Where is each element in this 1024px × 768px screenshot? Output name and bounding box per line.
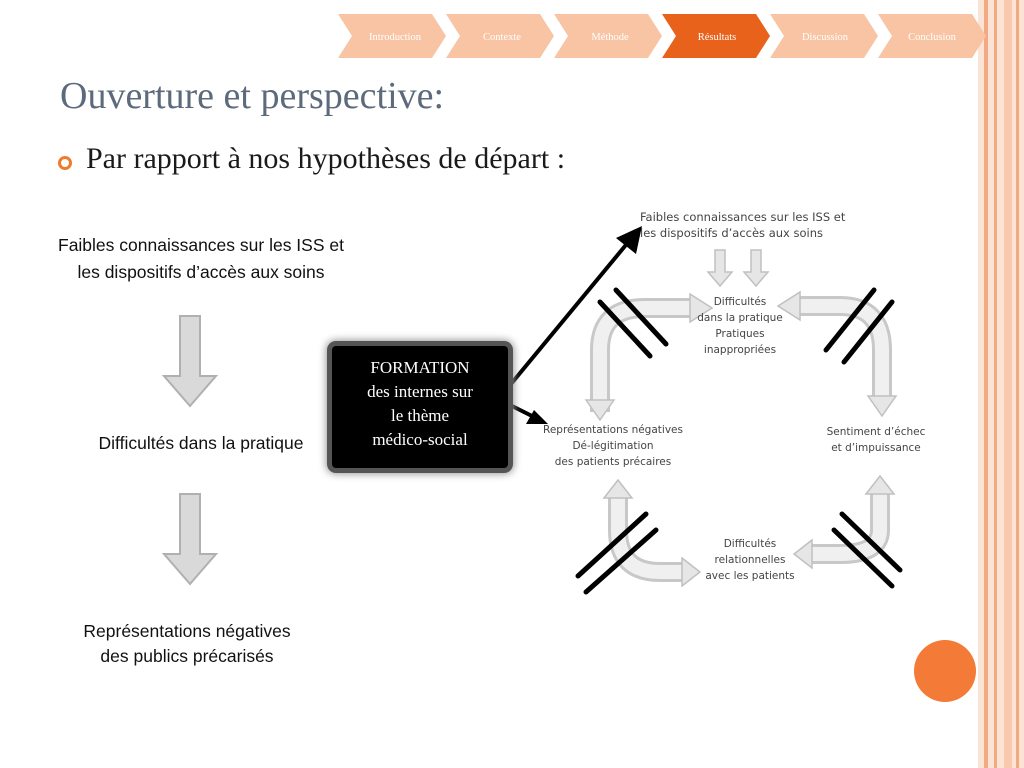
arrowhead-icon	[616, 226, 642, 254]
arrow-to-top	[504, 238, 632, 392]
nav-item-discussion[interactable]: Discussion	[770, 14, 878, 58]
section-navigation: Introduction Contexte Méthode Résultats …	[338, 14, 986, 58]
nav-item-methode[interactable]: Méthode	[554, 14, 662, 58]
left-step-3-line-2: des publics précarisés	[100, 646, 274, 666]
cycle-node-left: Représentations négatives Dé-légitimatio…	[540, 422, 686, 470]
cycle-left-line-3: des patients précaires	[554, 456, 672, 468]
nav-item-contexte[interactable]: Contexte	[446, 14, 554, 58]
strike-line	[831, 527, 895, 589]
nav-label: Méthode	[591, 32, 629, 43]
small-down-arrow-icon	[742, 249, 770, 288]
cycle-left-line-1: Représentations négatives	[543, 424, 683, 436]
cycle-node-top: Faibles connaissances sur les ISS et les…	[640, 209, 850, 241]
left-step-1: Faibles connaissances sur les ISS et les…	[26, 232, 376, 286]
nav-item-conclusion[interactable]: Conclusion	[878, 14, 986, 58]
formation-line-4: médico-social	[372, 430, 468, 449]
nav-label: Résultats	[698, 32, 737, 43]
left-step-1-line-1: Faibles connaissances sur les ISS et	[58, 235, 344, 255]
formation-line-3: le thème	[390, 406, 450, 425]
cycle-top-line-1: Faibles connaissances sur les ISS et	[640, 210, 846, 224]
cycle-node-right: Sentiment d’échec et d’impuissance	[822, 424, 930, 456]
formation-line-1: FORMATION	[370, 358, 470, 377]
formation-box: FORMATION des internes sur le thème médi…	[332, 346, 508, 468]
cycle-node-center: Difficultés dans la pratique Pratiques i…	[680, 294, 800, 358]
strike-line	[841, 299, 895, 365]
nav-label: Conclusion	[908, 32, 957, 43]
formation-arrows	[504, 226, 642, 424]
strike-line	[597, 299, 653, 359]
cycle-bottom-line-3: avec les patients	[705, 570, 795, 582]
strike-line	[613, 287, 669, 347]
cycle-center-line-4: inappropriées	[703, 344, 777, 356]
down-arrow-icon	[161, 493, 219, 586]
slide-title: Ouverture et perspective:	[60, 75, 445, 117]
strike-line	[583, 527, 659, 595]
cycle-node-bottom: Difficultés relationnelles avec les pati…	[700, 536, 800, 584]
left-step-1-line-2: les dispositifs d’accès aux soins	[77, 262, 325, 282]
nav-label: Discussion	[802, 32, 849, 43]
cycle-center-line-3: Pratiques	[715, 328, 765, 340]
nav-label: Contexte	[483, 32, 521, 43]
small-down-arrow-icon	[706, 249, 734, 288]
cycle-center-line-1: Difficultés	[713, 296, 767, 308]
left-step-3: Représentations négatives des publics pr…	[12, 619, 362, 669]
strike-line	[823, 287, 877, 353]
nav-label: Introduction	[369, 32, 422, 43]
left-step-2: Difficultés dans la pratique	[98, 433, 304, 453]
formation-line-2: des internes sur	[367, 382, 473, 401]
cycle-right-line-1: Sentiment d’échec	[826, 426, 926, 438]
decorative-circle	[914, 640, 976, 702]
down-arrow-icon	[161, 315, 219, 408]
left-step-3-line-1: Représentations négatives	[83, 621, 291, 641]
cycle-bottom-line-2: relationnelles	[714, 554, 786, 566]
cycle-left-line-2: Dé-légitimation	[572, 440, 654, 452]
cycle-center-line-2: dans la pratique	[697, 312, 783, 324]
cycle-diagram	[575, 249, 903, 595]
strike-line	[839, 511, 903, 573]
nav-item-resultats[interactable]: Résultats	[662, 14, 770, 58]
bullet-text: Par rapport à nos hypothèses de départ :	[86, 142, 566, 175]
arrowhead-icon	[526, 410, 548, 424]
nav-item-introduction[interactable]: Introduction	[338, 14, 446, 58]
cycle-top-line-2: les dispositifs d’accès aux soins	[640, 226, 823, 240]
strike-line	[575, 511, 649, 579]
cycle-right-line-2: et d’impuissance	[831, 442, 921, 454]
bullet-icon	[58, 156, 72, 170]
decorative-stripes	[978, 0, 1024, 768]
cycle-bottom-line-1: Difficultés	[723, 538, 777, 550]
